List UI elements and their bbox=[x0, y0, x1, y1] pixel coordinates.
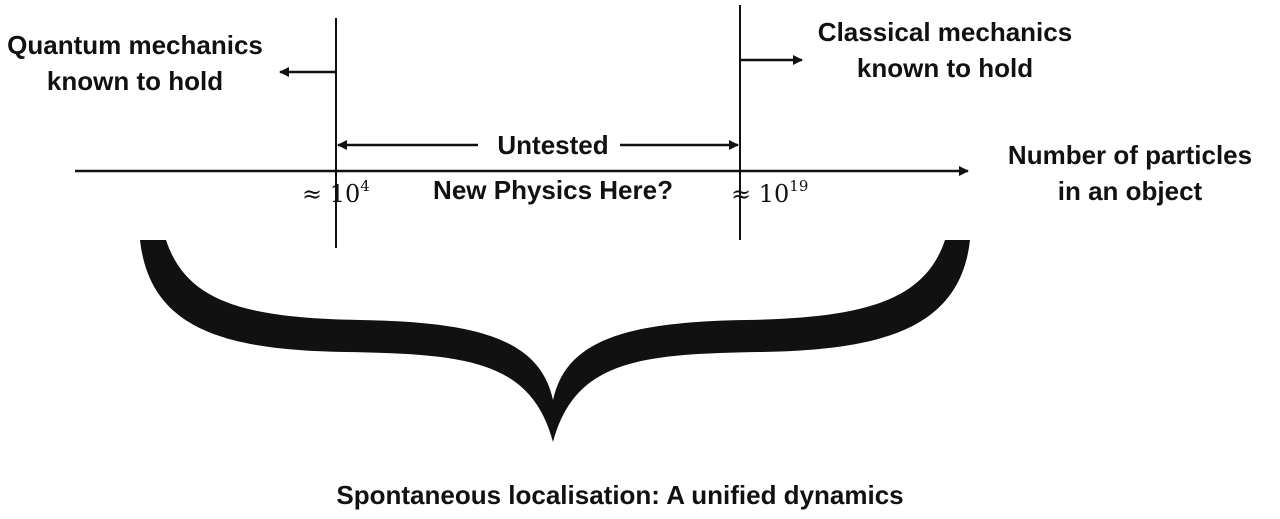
new-physics-label: New Physics Here? bbox=[433, 175, 673, 205]
threshold-high: ≈ 1019 bbox=[731, 177, 808, 208]
axis-label-line2: in an object bbox=[1057, 176, 1203, 206]
untested-label: Untested bbox=[497, 130, 609, 160]
classical-label: Classical mechanics known to hold bbox=[818, 14, 1072, 86]
classical-label-line1: Classical mechanics bbox=[817, 17, 1073, 47]
quantum-label: Quantum mechanics known to hold bbox=[7, 27, 263, 99]
threshold-low-exponent: 4 bbox=[360, 177, 370, 195]
threshold-low-base: ≈ 10 bbox=[302, 180, 361, 208]
quantum-label-line2: known to hold bbox=[46, 66, 224, 96]
axis-label: Number of particles in an object bbox=[1008, 137, 1252, 209]
threshold-high-exponent: 19 bbox=[789, 177, 809, 195]
classical-label-line2: known to hold bbox=[856, 53, 1034, 83]
curly-brace bbox=[140, 240, 970, 442]
caption: Spontaneous localisation: A unified dyna… bbox=[336, 480, 904, 510]
quantum-label-line1: Quantum mechanics bbox=[7, 30, 263, 60]
threshold-low: ≈ 104 bbox=[302, 177, 370, 208]
axis-label-line1: Number of particles bbox=[1007, 140, 1253, 170]
threshold-high-base: ≈ 10 bbox=[731, 180, 790, 208]
